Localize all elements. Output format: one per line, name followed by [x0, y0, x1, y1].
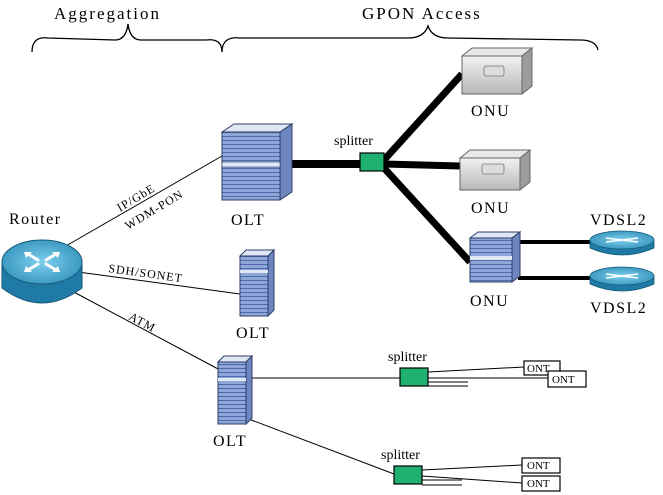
gpon-access-header: GPON Access: [362, 4, 482, 23]
fiber-splitter1-onu2: [383, 160, 461, 170]
link-splitter3-ont4: [421, 475, 523, 484]
onu-2-icon: [458, 148, 532, 192]
olt-1-label: OLT: [231, 212, 265, 229]
link-olt3-splitter3: [245, 417, 395, 475]
onu-2-label: ONU: [471, 200, 510, 217]
link-splitter2-ont1: [427, 366, 525, 373]
olt-3-label: OLT: [213, 433, 247, 450]
ont-3-box: [521, 457, 561, 474]
onu-1-label: ONU: [471, 103, 510, 120]
ont-2-label: ONT: [552, 374, 575, 386]
onu-1-icon: [460, 46, 534, 96]
gpon-access-brace: [221, 23, 599, 53]
splitter-2-icon: [399, 367, 429, 387]
aggregation-header: Aggregation: [54, 4, 161, 23]
aggregation-brace: [31, 23, 223, 53]
ont-2-box: [547, 370, 587, 388]
atm-link-label: ATM: [127, 309, 159, 335]
sdh-sonet-link-label: SDH/SONET: [108, 261, 184, 285]
vdsl2-modem-1-icon: [589, 230, 655, 256]
splitter-1-icon: [359, 152, 385, 172]
olt-1-chassis-icon: [220, 123, 294, 201]
olt-2-tower-icon: [238, 248, 276, 318]
olt-3-tower-icon: [216, 354, 254, 426]
vdsl2-modem-2-icon: [589, 266, 655, 292]
ont-4-label: ONT: [527, 478, 550, 490]
splitter-3-icon: [393, 465, 423, 485]
link-splitter3-ont3: [421, 464, 523, 471]
fiber-splitter1-onu1: [381, 71, 465, 163]
link-router-olt3: [69, 289, 221, 371]
fiber-splitter1-onu3: [381, 165, 473, 265]
ont-3-label: ONT: [527, 460, 550, 472]
splitter-2-label: splitter: [388, 350, 427, 365]
olt-2-label: OLT: [236, 325, 270, 342]
onu-3-label: ONU: [470, 293, 509, 310]
ont-4-box: [521, 475, 561, 492]
link-router-olt2: [77, 271, 241, 295]
splitter-1-label: splitter: [334, 134, 373, 149]
vdsl2-1-label: VDSL2: [590, 212, 647, 229]
ont-1-label: ONT: [527, 363, 550, 375]
router-label: Router: [9, 211, 62, 228]
splitter-3-label: splitter: [381, 448, 420, 463]
link-router-olt1: [51, 155, 223, 255]
onu-3-chassis-icon: [468, 231, 522, 283]
router-icon: [1, 239, 83, 304]
vdsl2-2-label: VDSL2: [590, 300, 647, 317]
